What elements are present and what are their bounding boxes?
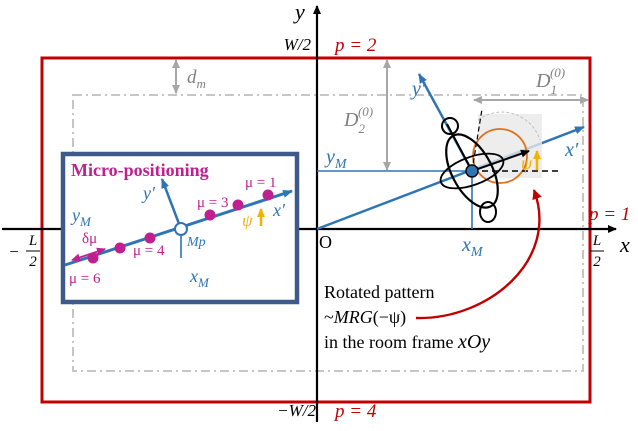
mu-6-label: μ = 6 (69, 271, 101, 287)
mp-label: Mp (186, 235, 206, 250)
mu-point (144, 232, 156, 244)
y-axis-label: y (293, 0, 305, 24)
svg-text:Rotated pattern: Rotated pattern (324, 282, 434, 302)
delta-mu-label: δμ (82, 231, 97, 247)
p-top-label: p = 2 (333, 35, 377, 56)
x-min-label: − L 2 (8, 233, 40, 270)
y-min-label: −W/2 (277, 401, 316, 420)
main-psi-label: ψ (521, 153, 533, 173)
main-x-prime-axis (316, 125, 585, 231)
inset-ym-label: yM (70, 205, 92, 229)
inset-xm-label: xM (189, 266, 210, 290)
d2-label: D2(0) (343, 104, 373, 136)
inset-y-prime-axis (160, 178, 183, 230)
inset-title: Micro-positioning (71, 160, 209, 180)
origin-label: O (319, 232, 332, 252)
svg-text:in the room frame xOy: in the room frame xOy (324, 331, 490, 353)
mu-1-label: μ = 1 (245, 175, 277, 191)
mu-point (204, 209, 216, 221)
p-right-label: p = 1 (587, 204, 630, 225)
svg-text:L: L (592, 233, 601, 249)
svg-text:~MRG(−ψ): ~MRG(−ψ) (324, 307, 406, 328)
mu-4-label: μ = 4 (133, 243, 165, 259)
main-y-prime-label: y′ (410, 78, 426, 100)
x-axis-label: x (619, 232, 630, 257)
annotation-arrow (415, 189, 542, 320)
delta-mu-arrow (71, 247, 106, 262)
main-x-prime-label: x′ (564, 139, 579, 161)
dm-label: dm (187, 67, 206, 91)
d1-label: D1(0) (535, 65, 565, 97)
svg-text:2: 2 (593, 254, 601, 270)
main-ym-label: yM (324, 146, 348, 172)
main-xm-label: xM (461, 234, 484, 260)
inset-psi-label: ψ (242, 211, 253, 230)
mu-point (114, 242, 126, 254)
mu-3-label: μ = 3 (197, 195, 229, 211)
inset-x-prime-label: x′ (272, 200, 286, 220)
svg-text:−: − (8, 242, 19, 261)
p-bottom-label: p = 4 (333, 401, 377, 422)
x-max-label: L 2 (590, 233, 604, 270)
mp-point (174, 222, 188, 236)
y-max-label: W/2 (284, 35, 312, 54)
annotation: Rotated pattern ~MRG(−ψ) in the room fra… (324, 282, 490, 353)
mu-point (232, 199, 244, 211)
svg-text:2: 2 (29, 254, 37, 270)
rotated-pattern (439, 108, 559, 223)
svg-text:L: L (28, 233, 37, 249)
mu-point (262, 189, 274, 201)
inset-y-prime-label: y′ (141, 183, 156, 203)
